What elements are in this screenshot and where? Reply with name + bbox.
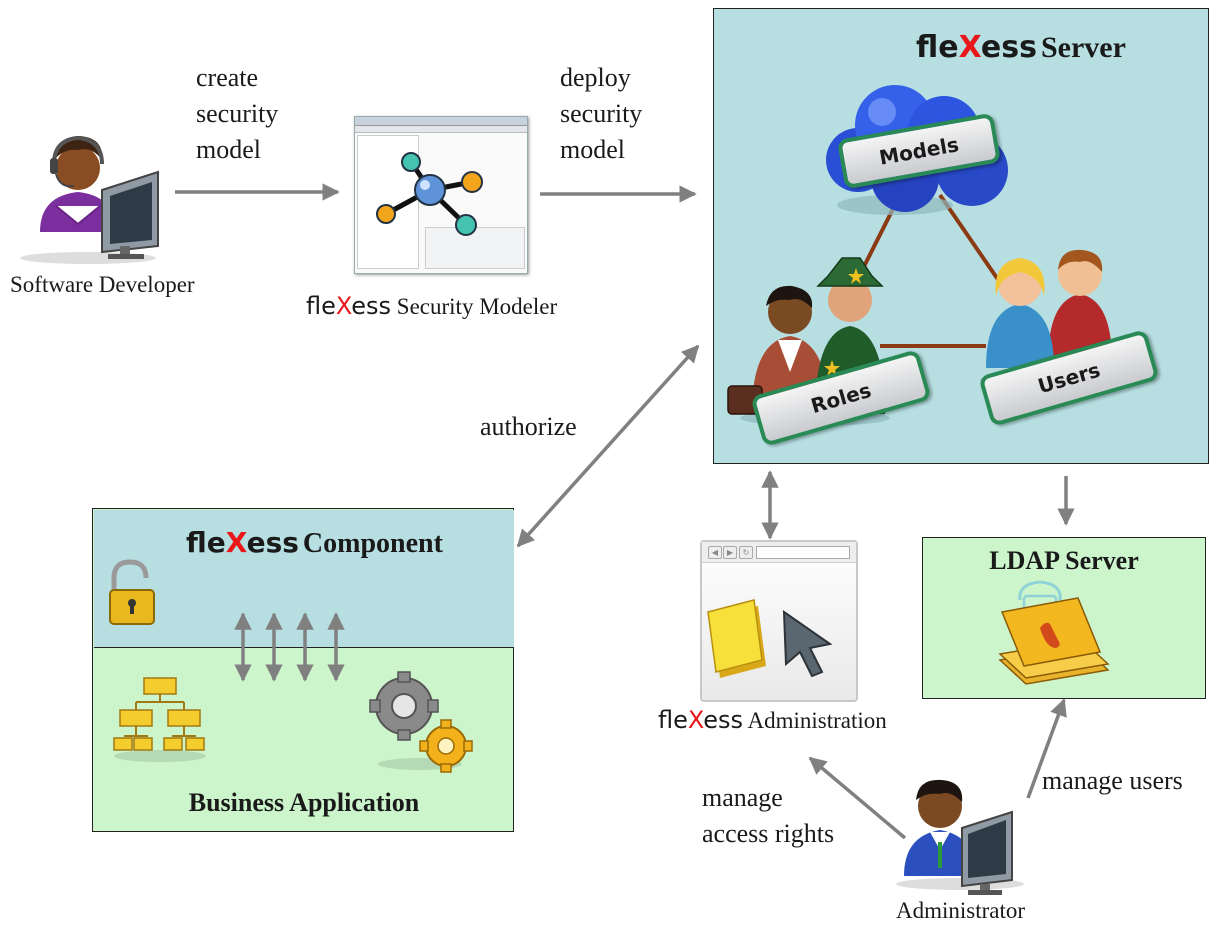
manage-rights-line-1: manage — [702, 783, 783, 812]
create-step-label: create security model — [196, 60, 278, 168]
manage-rights-arrow — [808, 756, 907, 840]
authorize-arrow — [516, 344, 700, 548]
create-line-2: security — [196, 99, 279, 128]
developer-label: Software Developer — [10, 272, 195, 297]
sticky-note-icon — [707, 599, 766, 678]
phonebook-icon — [998, 580, 1110, 685]
create-line-3: model — [196, 135, 261, 164]
admin-browser-window: ◀ ▶ ↻ — [700, 540, 858, 702]
brand-x: X — [225, 526, 247, 559]
component-brand: fleXess — [186, 526, 299, 559]
modeler-suffix: Security Modeler — [396, 294, 558, 319]
administration-caption: fleXess Administration — [658, 706, 887, 734]
deploy-step-label: deploy security model — [560, 60, 642, 168]
server-suffix: Server — [1040, 31, 1126, 64]
component-suffix: Component — [302, 528, 443, 559]
modeler-bottom-pane — [425, 227, 525, 269]
administration-brand: fleXess — [658, 706, 743, 734]
manage-rights-label: manage access rights — [702, 780, 834, 852]
modeler-brand: fleXess — [306, 292, 391, 320]
admin-browser-toolbar: ◀ ▶ ↻ — [702, 542, 856, 563]
deploy-line-3: model — [560, 135, 625, 164]
modeler-toolbar — [355, 126, 527, 133]
browser-address-bar — [756, 546, 850, 559]
brand-ess: ess — [980, 30, 1037, 65]
brand-ess: ess — [703, 706, 744, 734]
org-chart-icon — [113, 677, 206, 762]
brand-fle: fle — [306, 292, 336, 320]
manage-users-label: manage users — [1042, 766, 1183, 795]
server-title: fleXess Server — [916, 30, 1126, 65]
manage-users-arrow — [1026, 698, 1067, 799]
deploy-line-2: security — [560, 99, 643, 128]
browser-forward-icon: ▶ — [723, 546, 737, 559]
cursor-arrow-icon — [782, 610, 833, 678]
administration-suffix: Administration — [747, 708, 887, 733]
brand-x: X — [958, 30, 981, 65]
padlock-icon — [109, 559, 155, 625]
brand-fle: fle — [916, 30, 959, 65]
brand-x: X — [335, 292, 352, 320]
deploy-line-1: deploy — [560, 63, 631, 92]
brand-fle: fle — [186, 526, 226, 559]
modeler-titlebar — [355, 117, 527, 126]
business-app-label: Business Application — [188, 788, 420, 817]
ldap-title: LDAP Server — [989, 546, 1139, 575]
authorize-label: authorize — [480, 412, 577, 441]
browser-reload-icon: ↻ — [739, 546, 753, 559]
brand-x: X — [687, 706, 704, 734]
manage-rights-line-2: access rights — [702, 819, 835, 848]
modeler-caption: fleXess Security Modeler — [306, 292, 557, 320]
gears-icon — [369, 671, 473, 773]
brand-ess: ess — [351, 292, 392, 320]
administrator-label: Administrator — [896, 898, 1026, 923]
brand-ess: ess — [246, 526, 299, 559]
server-brand: fleXess — [916, 30, 1037, 65]
brand-fle: fle — [658, 706, 688, 734]
create-line-1: create — [196, 63, 259, 92]
component-title: fleXess Component — [186, 526, 443, 560]
browser-back-icon: ◀ — [708, 546, 722, 559]
